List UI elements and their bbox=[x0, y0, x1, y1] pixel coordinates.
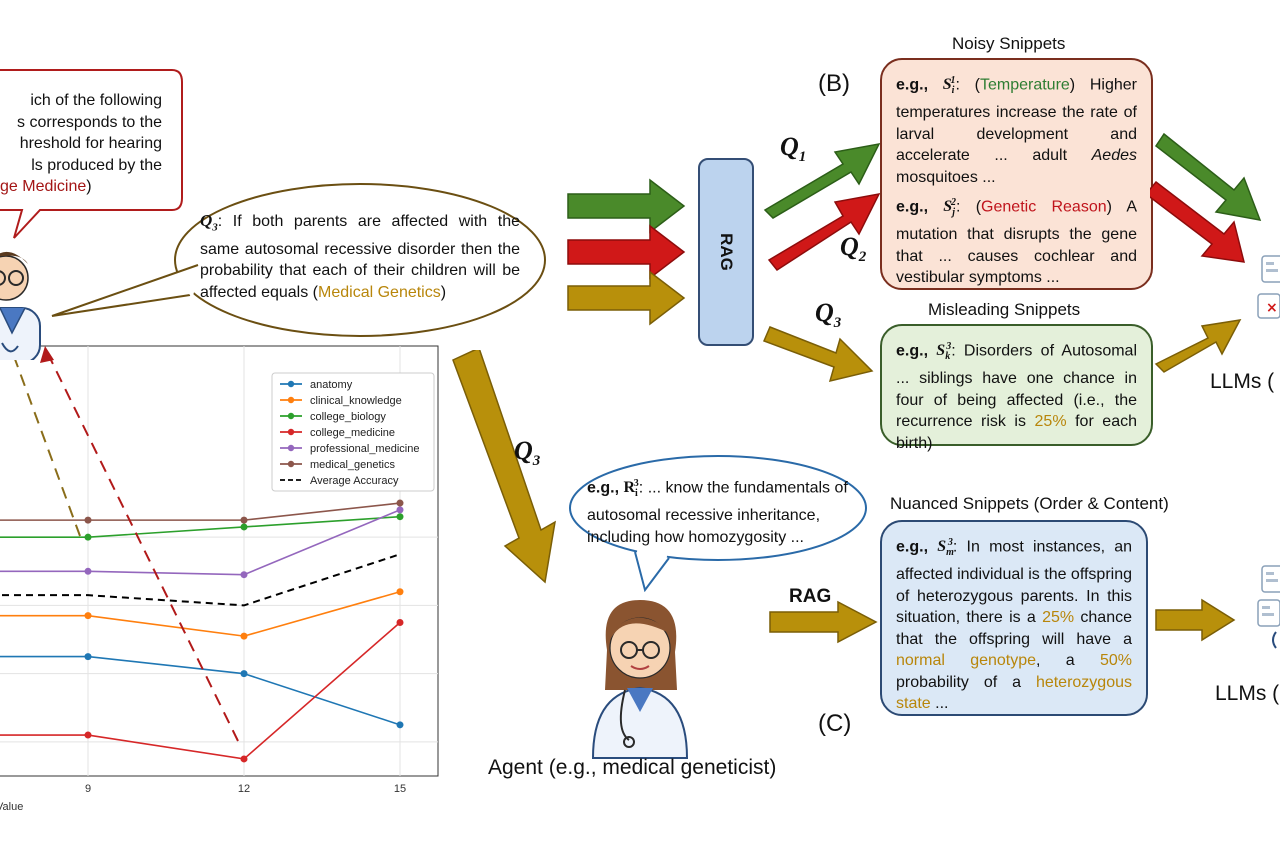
legend-label: medical_genetics bbox=[310, 459, 395, 471]
series-line-average-accuracy bbox=[0, 553, 401, 607]
nuanced-snippet: e.g., Sm3: In most instances, an affecte… bbox=[896, 537, 1133, 713]
nuanced-snippets-card: e.g., Sm3: In most instances, an affecte… bbox=[880, 520, 1148, 716]
agent-doctor-icon bbox=[591, 600, 689, 759]
llm-icon-top: × bbox=[1257, 255, 1280, 319]
dashed-arrow-red bbox=[47, 353, 239, 742]
llms-label-bottom: LLMs ( bbox=[1215, 682, 1280, 705]
chart-x-ticks: 9 12 15 bbox=[85, 783, 406, 795]
agent-label: Agent (e.g., medical geneticist) bbox=[488, 756, 777, 779]
x-tick-label: 12 bbox=[238, 783, 250, 795]
data-point-medical-genetics bbox=[396, 499, 404, 507]
dashed-arrow-gold bbox=[11, 350, 81, 537]
arrow-gold-into-rag bbox=[567, 270, 686, 326]
x-tick-label: 9 bbox=[85, 783, 91, 795]
data-point-college-biology bbox=[84, 533, 92, 541]
series-line-medical-genetics bbox=[0, 502, 401, 521]
misleading-snippet: e.g., Sk3: Disorders of Autosomal ... si… bbox=[896, 341, 1138, 452]
rag-agent-label: RAG bbox=[789, 586, 832, 607]
data-point-anatomy bbox=[240, 670, 248, 678]
data-point-clinical-knowledge bbox=[84, 612, 92, 620]
noisy-snippet-1: e.g., Si1: (Temperature) Higher temperat… bbox=[896, 75, 1137, 186]
series-line-college-biology bbox=[0, 515, 401, 538]
arrow-gold-to-agent bbox=[452, 350, 556, 584]
arrows-to-llms-top bbox=[1150, 132, 1262, 373]
rag-label: RAG bbox=[717, 233, 736, 271]
nuanced-snippets-title: Nuanced Snippets (Order & Content) bbox=[890, 494, 1169, 513]
legend-label: anatomy bbox=[310, 379, 353, 391]
q3-label-lower: Q3 bbox=[514, 436, 541, 470]
question-3-text: Q3: If both parents are affected with th… bbox=[200, 211, 520, 301]
accuracy-line-chart: 9 12 15 Value anatomy clinical_knowledgecol… bbox=[0, 344, 439, 813]
arrow-red-q2 bbox=[767, 192, 881, 271]
svg-text:×: × bbox=[1266, 300, 1278, 316]
data-point-college-biology bbox=[240, 523, 248, 531]
data-point-college-medicine bbox=[240, 755, 248, 763]
data-point-professional-medicine bbox=[396, 506, 404, 514]
section-b-label: (B) bbox=[818, 70, 850, 97]
legend-label: clinical_knowledge bbox=[310, 395, 402, 407]
noisy-snippets-title: Noisy Snippets bbox=[952, 34, 1066, 53]
arrow-gold-rag-agent bbox=[769, 600, 878, 644]
series-line-professional-medicine bbox=[0, 509, 401, 576]
legend-marker bbox=[287, 396, 295, 404]
arrow-gold-nuanced-llm bbox=[1155, 598, 1236, 642]
chart-x-axis-label: Value bbox=[0, 801, 23, 813]
agent-speech-bubble bbox=[569, 455, 867, 592]
legend-label: professional_medicine bbox=[310, 443, 419, 455]
section-c-label: (C) bbox=[818, 710, 852, 737]
series-line-clinical-knowledge bbox=[0, 590, 401, 637]
llms-label-top: LLMs ( bbox=[1210, 370, 1275, 393]
arrow-gold-to-llm bbox=[1154, 319, 1242, 373]
q2-label: Q2 bbox=[840, 232, 867, 266]
legend-marker bbox=[287, 428, 295, 436]
arrows-out-rag-top bbox=[763, 142, 881, 271]
misleading-snippets-card: e.g., Sk3: Disorders of Autosomal ... si… bbox=[880, 324, 1153, 452]
data-point-clinical-knowledge bbox=[396, 588, 404, 596]
noisy-snippets-card: e.g., Si1: (Temperature) Higher temperat… bbox=[880, 58, 1153, 290]
misleading-snippets-title: Misleading Snippets bbox=[928, 300, 1081, 319]
arrow-green-into-rag bbox=[567, 178, 686, 234]
data-point-anatomy bbox=[396, 721, 404, 729]
arrow-green-q1 bbox=[763, 142, 881, 219]
arrow-green-to-llm bbox=[1154, 132, 1262, 221]
chart-legend: anatomy clinical_knowledge college_biology… bbox=[271, 372, 435, 492]
legend-label: college_biology bbox=[310, 411, 386, 423]
noisy-snippet-2: e.g., Sj2: (Genetic Reason) A mutation t… bbox=[896, 197, 1138, 287]
x-tick-label: 15 bbox=[394, 783, 406, 795]
legend-marker bbox=[287, 460, 295, 468]
question-3-bubble bbox=[51, 183, 546, 337]
data-point-medical-genetics bbox=[240, 516, 248, 524]
data-point-college-biology bbox=[396, 513, 404, 521]
question-1-text: ich of the following s corresponds to th… bbox=[0, 92, 162, 195]
arrows-into-rag bbox=[567, 178, 686, 326]
arrow-red-to-llm bbox=[1150, 180, 1245, 263]
arrow-red-into-rag bbox=[567, 224, 686, 280]
question-1-bubble bbox=[0, 69, 183, 239]
series-line-anatomy bbox=[0, 655, 401, 726]
legend-marker bbox=[287, 412, 295, 420]
data-point-clinical-knowledge bbox=[240, 632, 248, 640]
data-point-medical-genetics bbox=[84, 516, 92, 524]
legend-marker bbox=[287, 380, 295, 388]
data-point-college-medicine bbox=[84, 731, 92, 739]
series-line-college-medicine bbox=[0, 621, 401, 760]
llm-icon-bottom bbox=[1257, 565, 1280, 649]
data-point-professional-medicine bbox=[84, 567, 92, 575]
data-point-college-medicine bbox=[396, 618, 404, 626]
dashed-arrow-red-head bbox=[40, 346, 54, 363]
legend-label: college_medicine bbox=[310, 427, 395, 439]
rag-box: RAG bbox=[698, 158, 754, 346]
data-point-anatomy bbox=[84, 653, 92, 661]
doctor-icon bbox=[0, 252, 41, 360]
data-point-professional-medicine bbox=[240, 571, 248, 579]
q1-label: Q1 bbox=[780, 132, 807, 166]
arrow-gold-q3-misleading bbox=[763, 326, 874, 383]
legend-marker bbox=[287, 444, 295, 452]
chart-series bbox=[0, 499, 404, 763]
legend-label: Average Accuracy bbox=[310, 475, 399, 487]
agent-bubble-text: e.g., Ri3: ... know the fundamentals of … bbox=[587, 478, 848, 546]
q3-label-upper: Q3 bbox=[815, 298, 842, 332]
